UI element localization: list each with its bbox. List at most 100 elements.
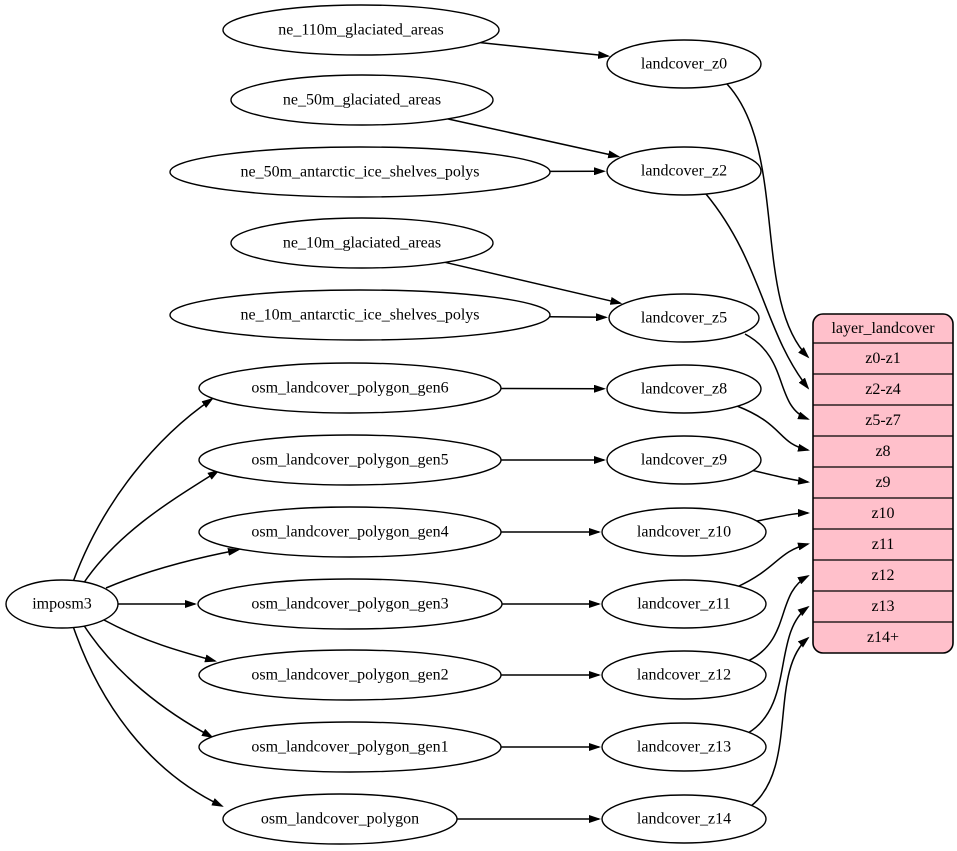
node-osm_landcover_polygon_gen1: osm_landcover_polygon_gen1	[198, 721, 502, 773]
edge-imposm3-osm_landcover_polygon_gen4	[105, 547, 240, 589]
node-shape-landcover_z12	[601, 650, 767, 700]
node-shape-osm_landcover_polygon_gen1	[198, 721, 502, 773]
node-shape-landcover_z5	[608, 293, 760, 343]
node-label-landcover_z12: landcover_z12	[637, 667, 731, 684]
node-ne_110m_glaciated_areas: ne_110m_glaciated_areas	[222, 4, 500, 56]
edge-imposm3-osm_landcover_polygon_gen6	[72, 397, 214, 583]
node-shape-landcover_z9	[606, 435, 762, 485]
node-imposm3: imposm3	[5, 579, 119, 629]
table-border	[812, 313, 954, 654]
node-shape-ne_50m_antarctic_ice_shelves_polys	[169, 146, 551, 198]
table-layer_landcover: layer_landcover z0-z1 z2-z4 z5-z7 z8 z9 z10 z11…	[812, 313, 954, 654]
node-label-ne_10m_glaciated_areas: ne_10m_glaciated_areas	[283, 235, 441, 252]
node-shape-osm_landcover_polygon_gen2	[198, 649, 502, 701]
node-landcover_z11: landcover_z11	[601, 579, 767, 629]
node-label-ne_50m_antarctic_ice_shelves_polys: ne_50m_antarctic_ice_shelves_polys	[240, 164, 479, 181]
node-label-landcover_z5: landcover_z5	[641, 310, 727, 327]
node-label-imposm3: imposm3	[32, 596, 92, 613]
node-shape-osm_landcover_polygon	[222, 793, 458, 845]
node-label-osm_landcover_polygon_gen1: osm_landcover_polygon_gen1	[251, 739, 448, 756]
node-shape-landcover_z11	[601, 579, 767, 629]
node-label-osm_landcover_polygon_gen5: osm_landcover_polygon_gen5	[251, 452, 448, 469]
node-ne_10m_glaciated_areas: ne_10m_glaciated_areas	[230, 217, 494, 269]
table-row-label-z0-z1: z0-z1	[865, 350, 901, 367]
node-label-ne_50m_glaciated_areas: ne_50m_glaciated_areas	[283, 92, 441, 109]
node-osm_landcover_polygon_gen3: osm_landcover_polygon_gen3	[197, 578, 503, 630]
table-row-label-z10: z10	[871, 505, 894, 522]
edge-landcover_z8-layer_landcover-z8	[736, 405, 810, 452]
edge-imposm3-osm_landcover_polygon_gen1	[82, 623, 214, 738]
edge-imposm3-osm_landcover_polygon_gen2	[103, 619, 217, 663]
table-title: layer_landcover	[831, 320, 935, 337]
node-label-ne_10m_antarctic_ice_shelves_polys: ne_10m_antarctic_ice_shelves_polys	[240, 307, 479, 324]
node-osm_landcover_polygon_gen2: osm_landcover_polygon_gen2	[198, 649, 502, 701]
table-row-label-z11: z11	[872, 536, 895, 553]
table-row-label-z8: z8	[875, 443, 890, 460]
node-label-landcover_z8: landcover_z8	[641, 381, 727, 398]
edge-landcover_z11-layer_landcover-z11	[736, 542, 810, 588]
node-shape-imposm3	[5, 579, 119, 629]
node-shape-osm_landcover_polygon_gen6	[198, 362, 502, 414]
node-landcover_z10: landcover_z10	[601, 507, 767, 557]
node-label-osm_landcover_polygon_gen2: osm_landcover_polygon_gen2	[251, 667, 448, 684]
node-landcover_z13: landcover_z13	[601, 722, 767, 772]
table-row-label-z13: z13	[871, 598, 894, 615]
node-landcover_z14: landcover_z14	[601, 794, 767, 844]
node-osm_landcover_polygon: osm_landcover_polygon	[222, 793, 458, 845]
edge-landcover_z10-layer_landcover-z10	[756, 509, 810, 522]
node-osm_landcover_polygon_gen6: osm_landcover_polygon_gen6	[198, 362, 502, 414]
node-label-landcover_z2: landcover_z2	[641, 163, 727, 180]
node-shape-landcover_z14	[601, 794, 767, 844]
edge-landcover_z9-layer_landcover-z9	[750, 469, 810, 485]
node-shape-ne_50m_glaciated_areas	[230, 74, 494, 126]
node-shape-osm_landcover_polygon_gen3	[197, 578, 503, 630]
node-label-ne_110m_glaciated_areas: ne_110m_glaciated_areas	[278, 22, 444, 39]
node-shape-landcover_z13	[601, 722, 767, 772]
node-landcover_z9: landcover_z9	[606, 435, 762, 485]
node-label-osm_landcover_polygon: osm_landcover_polygon	[261, 811, 419, 828]
node-shape-ne_10m_glaciated_areas	[230, 217, 494, 269]
node-label-osm_landcover_polygon_gen6: osm_landcover_polygon_gen6	[251, 380, 448, 397]
node-osm_landcover_polygon_gen4: osm_landcover_polygon_gen4	[198, 506, 502, 558]
node-ne_50m_glaciated_areas: ne_50m_glaciated_areas	[230, 74, 494, 126]
node-landcover_z8: landcover_z8	[606, 364, 762, 414]
node-label-landcover_z13: landcover_z13	[637, 739, 731, 756]
edge-ne_50m_glaciated_areas-landcover_z2	[447, 118, 621, 159]
node-shape-landcover_z8	[606, 364, 762, 414]
edge-ne_110m_glaciated_areas-landcover_z0	[480, 41, 611, 59]
table-row-label-z14+: z14+	[867, 629, 899, 646]
node-label-landcover_z10: landcover_z10	[637, 524, 731, 541]
node-shape-landcover_z0	[606, 39, 762, 89]
table-row-label-z12: z12	[871, 567, 894, 584]
node-label-landcover_z14: landcover_z14	[637, 811, 731, 828]
node-label-landcover_z11: landcover_z11	[637, 596, 731, 613]
node-label-osm_landcover_polygon_gen4: osm_landcover_polygon_gen4	[251, 524, 448, 541]
node-landcover_z12: landcover_z12	[601, 650, 767, 700]
node-label-landcover_z0: landcover_z0	[641, 56, 727, 73]
edge-landcover_z14-layer_landcover-z14+	[750, 636, 810, 807]
node-landcover_z2: landcover_z2	[606, 146, 762, 196]
node-shape-osm_landcover_polygon_gen5	[198, 434, 502, 486]
node-shape-ne_110m_glaciated_areas	[222, 4, 500, 56]
node-shape-osm_landcover_polygon_gen4	[198, 506, 502, 558]
node-shape-landcover_z2	[606, 146, 762, 196]
table-row-label-z5-z7: z5-z7	[865, 412, 901, 429]
edge-landcover_z12-layer_landcover-z12	[747, 575, 810, 662]
table-row-label-z9: z9	[875, 474, 890, 491]
node-landcover_z5: landcover_z5	[608, 293, 760, 343]
edge-imposm3-osm_landcover_polygon	[72, 625, 224, 807]
node-label-landcover_z9: landcover_z9	[641, 452, 727, 469]
node-label-osm_landcover_polygon_gen3: osm_landcover_polygon_gen3	[251, 596, 448, 613]
node-ne_50m_antarctic_ice_shelves_polys: ne_50m_antarctic_ice_shelves_polys	[169, 146, 551, 198]
edge-imposm3-osm_landcover_polygon_gen5	[82, 469, 220, 585]
edge-landcover_z13-layer_landcover-z13	[747, 605, 810, 734]
node-shape-ne_10m_antarctic_ice_shelves_polys	[169, 289, 551, 341]
table-row-label-z2-z4: z2-z4	[865, 381, 901, 398]
edge-landcover_z5-layer_landcover-z5-z7	[744, 333, 810, 420]
edge-landcover_z2-layer_landcover-z2-z4	[705, 193, 810, 390]
edge-ne_10m_glaciated_areas-landcover_z5	[444, 261, 623, 305]
node-ne_10m_antarctic_ice_shelves_polys: ne_10m_antarctic_ice_shelves_polys	[169, 289, 551, 341]
node-osm_landcover_polygon_gen5: osm_landcover_polygon_gen5	[198, 434, 502, 486]
